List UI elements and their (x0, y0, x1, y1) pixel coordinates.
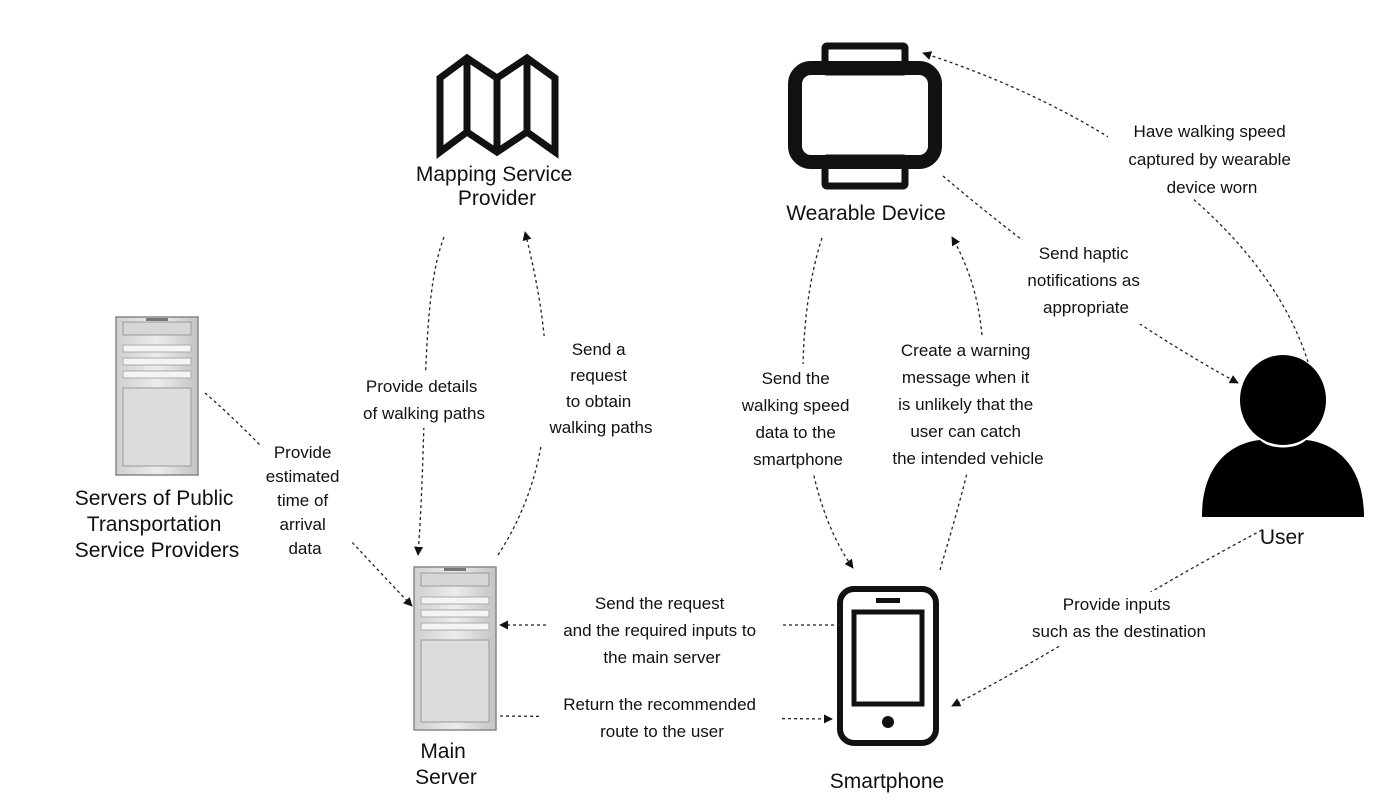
wearable-device-label: Wearable Device (786, 202, 946, 225)
public-transport-servers-label: Servers of Public Transportation Service… (75, 487, 240, 562)
edge-label-return-route: Return the recommended route to the user (563, 695, 761, 741)
main-server-label: Main Server (415, 740, 477, 789)
edge-label-user-inputs: Provide inputs such as the destination (1032, 595, 1206, 641)
main-server-icon (413, 566, 497, 731)
user-label: User (1260, 526, 1304, 549)
edge-label-walking-path-details: Provide details of walking paths (363, 377, 485, 423)
server-tower-icon (115, 316, 199, 476)
edge-label-walking-speed-capture: Have walking speed captured by wearable … (1128, 122, 1295, 197)
edge-label-warning-message: Create a warning message when it is unli… (892, 341, 1043, 468)
smartphone-label: Smartphone (830, 770, 944, 793)
map-icon (436, 53, 559, 159)
edge-label-haptic-notifications: Send haptic notifications as appropriate (1027, 244, 1144, 317)
user-icon (1202, 355, 1364, 517)
edge-user-to-wearable (922, 51, 1309, 363)
edge-label-speed-to-smartphone: Send the walking speed data to the smart… (741, 369, 854, 469)
edge-label-request-to-server: Send the request and the required inputs… (563, 594, 761, 667)
edge-mapping-to-main-server (414, 236, 445, 556)
mapping-service-provider-label: Mapping Service Provider (416, 163, 578, 210)
edge-label-eta-data: Provide estimated time of arrival data (266, 443, 344, 558)
smartphone-icon (837, 586, 939, 746)
smartwatch-icon (788, 42, 942, 190)
edge-smartphone-to-wearable (939, 236, 984, 571)
edge-label-request-walking-paths: Send a request to obtain walking paths (548, 340, 652, 437)
